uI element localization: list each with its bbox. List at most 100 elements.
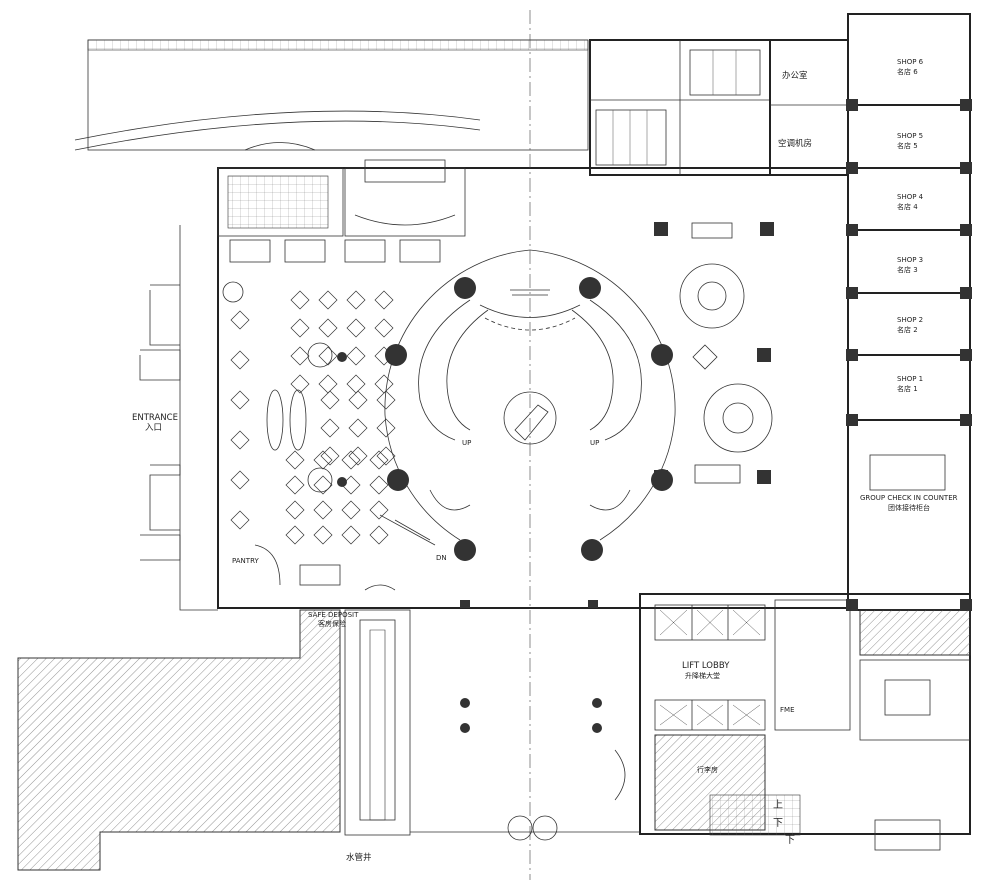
shop-5-label: SHOP 5	[897, 132, 923, 140]
shop-column	[960, 99, 972, 111]
cafe-table	[341, 450, 361, 470]
cafe-tables	[230, 290, 396, 545]
cafe-table	[348, 446, 368, 466]
shop-column	[960, 599, 972, 611]
shop-1-label: SHOP 1	[897, 375, 923, 383]
cafe-table	[320, 418, 340, 438]
cafe-table	[318, 346, 338, 366]
shop-column	[846, 99, 858, 111]
shop-column	[846, 599, 858, 611]
shop-column	[960, 162, 972, 174]
ac-room-label: 空调机房	[778, 138, 812, 149]
cafe-table	[285, 500, 305, 520]
cafe-table	[374, 318, 394, 338]
cafe-table	[341, 525, 361, 545]
luggage-room-label: 行李房	[697, 765, 718, 774]
cafe-table	[313, 475, 333, 495]
fme-label: FME	[780, 706, 795, 714]
cafe-table	[285, 475, 305, 495]
shop-column	[846, 287, 858, 299]
cafe-table	[346, 318, 366, 338]
cafe-table	[374, 374, 394, 394]
cafe-table	[230, 310, 250, 330]
shop-column	[846, 414, 858, 426]
cafe-table	[346, 290, 366, 310]
main-doors	[410, 815, 640, 841]
cafe-table	[374, 290, 394, 310]
atrium	[379, 249, 676, 546]
cafe-table	[313, 500, 333, 520]
lounge-seating	[654, 222, 774, 484]
cafe-table	[313, 525, 333, 545]
planters	[222, 281, 347, 493]
shop-column	[846, 162, 858, 174]
atrium-column	[385, 344, 407, 366]
office-label: 办公室	[782, 70, 808, 81]
cafe-table	[369, 500, 389, 520]
stair-up-text: 上	[773, 799, 783, 811]
shop-1-label-cn: 名店 1	[897, 384, 918, 393]
group-checkin-label-cn: 团体接待柜台	[888, 503, 930, 512]
shop-columns	[846, 99, 972, 611]
group-checkin-label: GROUP CHECK IN COUNTER	[860, 494, 958, 502]
stair-up-label-left: UP	[462, 439, 471, 447]
cafe-table	[376, 390, 396, 410]
cafe-table	[285, 450, 305, 470]
shop-3-label: SHOP 3	[897, 256, 923, 264]
shop-partitions	[848, 104, 970, 491]
shop-6-label-cn: 名店 6	[897, 67, 918, 76]
shop-2-label-cn: 名店 2	[897, 325, 918, 334]
cafe-table	[320, 446, 340, 466]
shop-5-label-cn: 名店 5	[897, 141, 918, 150]
cafe-seating	[229, 239, 441, 591]
cafe-table	[290, 346, 310, 366]
cafe-table	[290, 318, 310, 338]
shop-4-label-cn: 名店 4	[897, 202, 918, 211]
toilet-rooms	[589, 39, 771, 176]
atrium-column	[387, 469, 409, 491]
cafe-table	[369, 475, 389, 495]
cafe-table	[290, 290, 310, 310]
stair-down-text-2: 下	[785, 835, 795, 846]
bottom-stair	[709, 794, 941, 851]
cafe-table	[318, 318, 338, 338]
cafe-table	[320, 390, 340, 410]
atrium-columns	[385, 277, 673, 561]
atrium-column	[581, 539, 603, 561]
shop-6-label: SHOP 6	[897, 58, 924, 66]
stair-down-text: 下	[773, 818, 783, 829]
shop-column	[846, 224, 858, 236]
atrium-column	[454, 277, 476, 299]
pantry-label: PANTRY	[232, 557, 259, 565]
water-shaft-label: 水管井	[346, 852, 372, 863]
cafe-table	[369, 450, 389, 470]
shop-column	[960, 414, 972, 426]
cafe-table	[341, 500, 361, 520]
entrance-label-cn: 入口	[145, 423, 162, 433]
cafe-table	[290, 374, 310, 394]
cafe-table	[285, 525, 305, 545]
cafe-table	[230, 390, 250, 410]
cafe-table	[230, 430, 250, 450]
lobby-columns	[460, 600, 602, 733]
office-block	[769, 39, 849, 176]
cafe-table	[230, 350, 250, 370]
cafe-table	[230, 510, 250, 530]
stair-up-label-right: UP	[590, 439, 599, 447]
shop-4-label: SHOP 4	[897, 193, 924, 201]
cafe-table	[348, 390, 368, 410]
cafe-table	[313, 450, 333, 470]
cafe-table	[318, 374, 338, 394]
shop-3-label-cn: 名店 3	[897, 265, 918, 274]
cafe-table	[346, 346, 366, 366]
stair-dn-label: DN	[436, 554, 447, 562]
lift-lobby-label-cn: 升降梯大堂	[685, 671, 720, 680]
cafe-table	[348, 418, 368, 438]
cafe-table	[369, 525, 389, 545]
cafe-table	[346, 374, 366, 394]
building-outline	[17, 13, 971, 871]
atrium-column	[454, 539, 476, 561]
shop-column	[960, 349, 972, 361]
atrium-column	[651, 344, 673, 366]
